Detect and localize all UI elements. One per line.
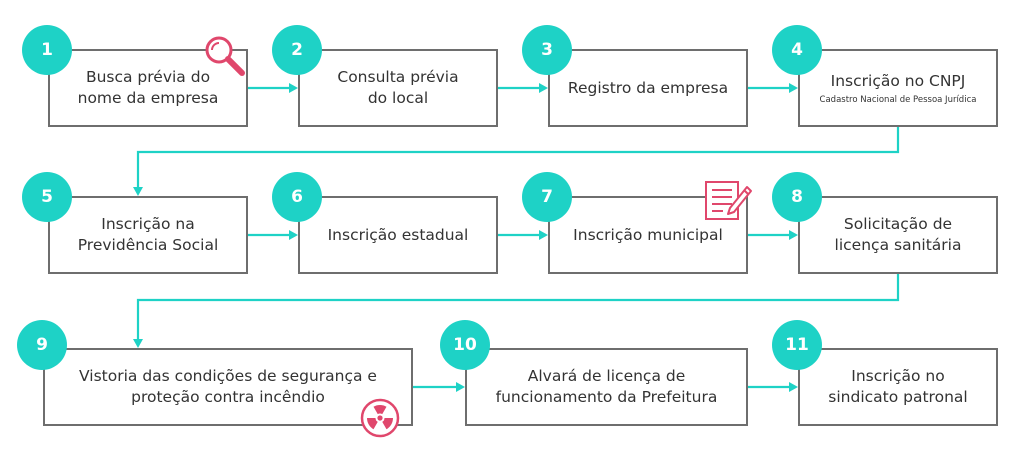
step-number-badge: 8: [772, 172, 822, 222]
step-text-line: Inscrição no CNPJ: [830, 71, 966, 90]
radiation-icon: [360, 398, 400, 438]
arrowhead: [789, 83, 798, 93]
step-text-line: Previdência Social: [77, 236, 219, 254]
step-text-line: Inscrição estadual: [327, 225, 469, 244]
step-number-badge: 6: [272, 172, 322, 222]
arrowhead: [133, 187, 143, 196]
step-number-badge: 4: [772, 25, 822, 75]
arrowhead: [789, 230, 798, 240]
arrowhead: [539, 83, 548, 93]
arrowhead: [289, 230, 298, 240]
step-box-5: Inscrição na Previdência Social: [48, 196, 248, 274]
step-box-6: Inscrição estadual: [298, 196, 498, 274]
step-text-line: Vistoria das condições de segurança e: [79, 367, 377, 385]
step-text-line: funcionamento da Prefeitura: [495, 388, 718, 406]
step-box-10: Alvará de licença de funcionamento da Pre…: [465, 348, 748, 426]
step-box-4: Inscrição no CNPJ Cadastro Nacional de Pe…: [798, 49, 998, 127]
arrowhead: [456, 382, 465, 392]
connector-line: [136, 274, 900, 342]
arrowhead: [789, 382, 798, 392]
document-pen-icon: [705, 181, 752, 220]
step-box-8: Solicitação de licença sanitária: [798, 196, 998, 274]
step-text-line: Alvará de licença de: [527, 367, 686, 385]
step-text-line: Inscrição no: [851, 367, 945, 385]
step-number-badge: 11: [772, 320, 822, 370]
step-text-line: Solicitação de: [843, 215, 953, 233]
step-text-line: Registro da empresa: [567, 78, 729, 97]
step-text-line: Inscrição na: [101, 215, 195, 233]
step-text-line: Consulta prévia: [337, 68, 459, 86]
step-box-1: Busca prévia do nome da empresa: [48, 49, 248, 127]
step-text-line: Inscrição municipal: [573, 225, 723, 244]
step-text-line: licença sanitária: [834, 236, 962, 254]
connector-line: [136, 127, 900, 190]
step-number-badge: 2: [272, 25, 322, 75]
step-number-badge: 3: [522, 25, 572, 75]
step-text-line: sindicato patronal: [828, 388, 968, 406]
step-number-badge: 7: [522, 172, 572, 222]
arrowhead: [133, 339, 143, 348]
step-subtitle: Cadastro Nacional de Pessoa Jurídica: [819, 94, 977, 105]
step-number-badge: 10: [440, 320, 490, 370]
step-text-line: nome da empresa: [77, 89, 219, 107]
step-box-9: Vistoria das condições de segurança e pro…: [43, 348, 413, 426]
arrowhead: [539, 230, 548, 240]
step-text-line: do local: [367, 89, 429, 107]
step-box-3: Registro da empresa: [548, 49, 748, 127]
step-number-badge: 1: [22, 25, 72, 75]
step-text-line: proteção contra incêndio: [131, 388, 325, 406]
step-number-badge: 9: [17, 320, 67, 370]
arrowhead: [289, 83, 298, 93]
magnifier-icon: [205, 36, 245, 76]
step-box-11: Inscrição no sindicato patronal: [798, 348, 998, 426]
step-text-line: Busca prévia do: [85, 68, 211, 86]
step-box-2: Consulta prévia do local: [298, 49, 498, 127]
step-number-badge: 5: [22, 172, 72, 222]
